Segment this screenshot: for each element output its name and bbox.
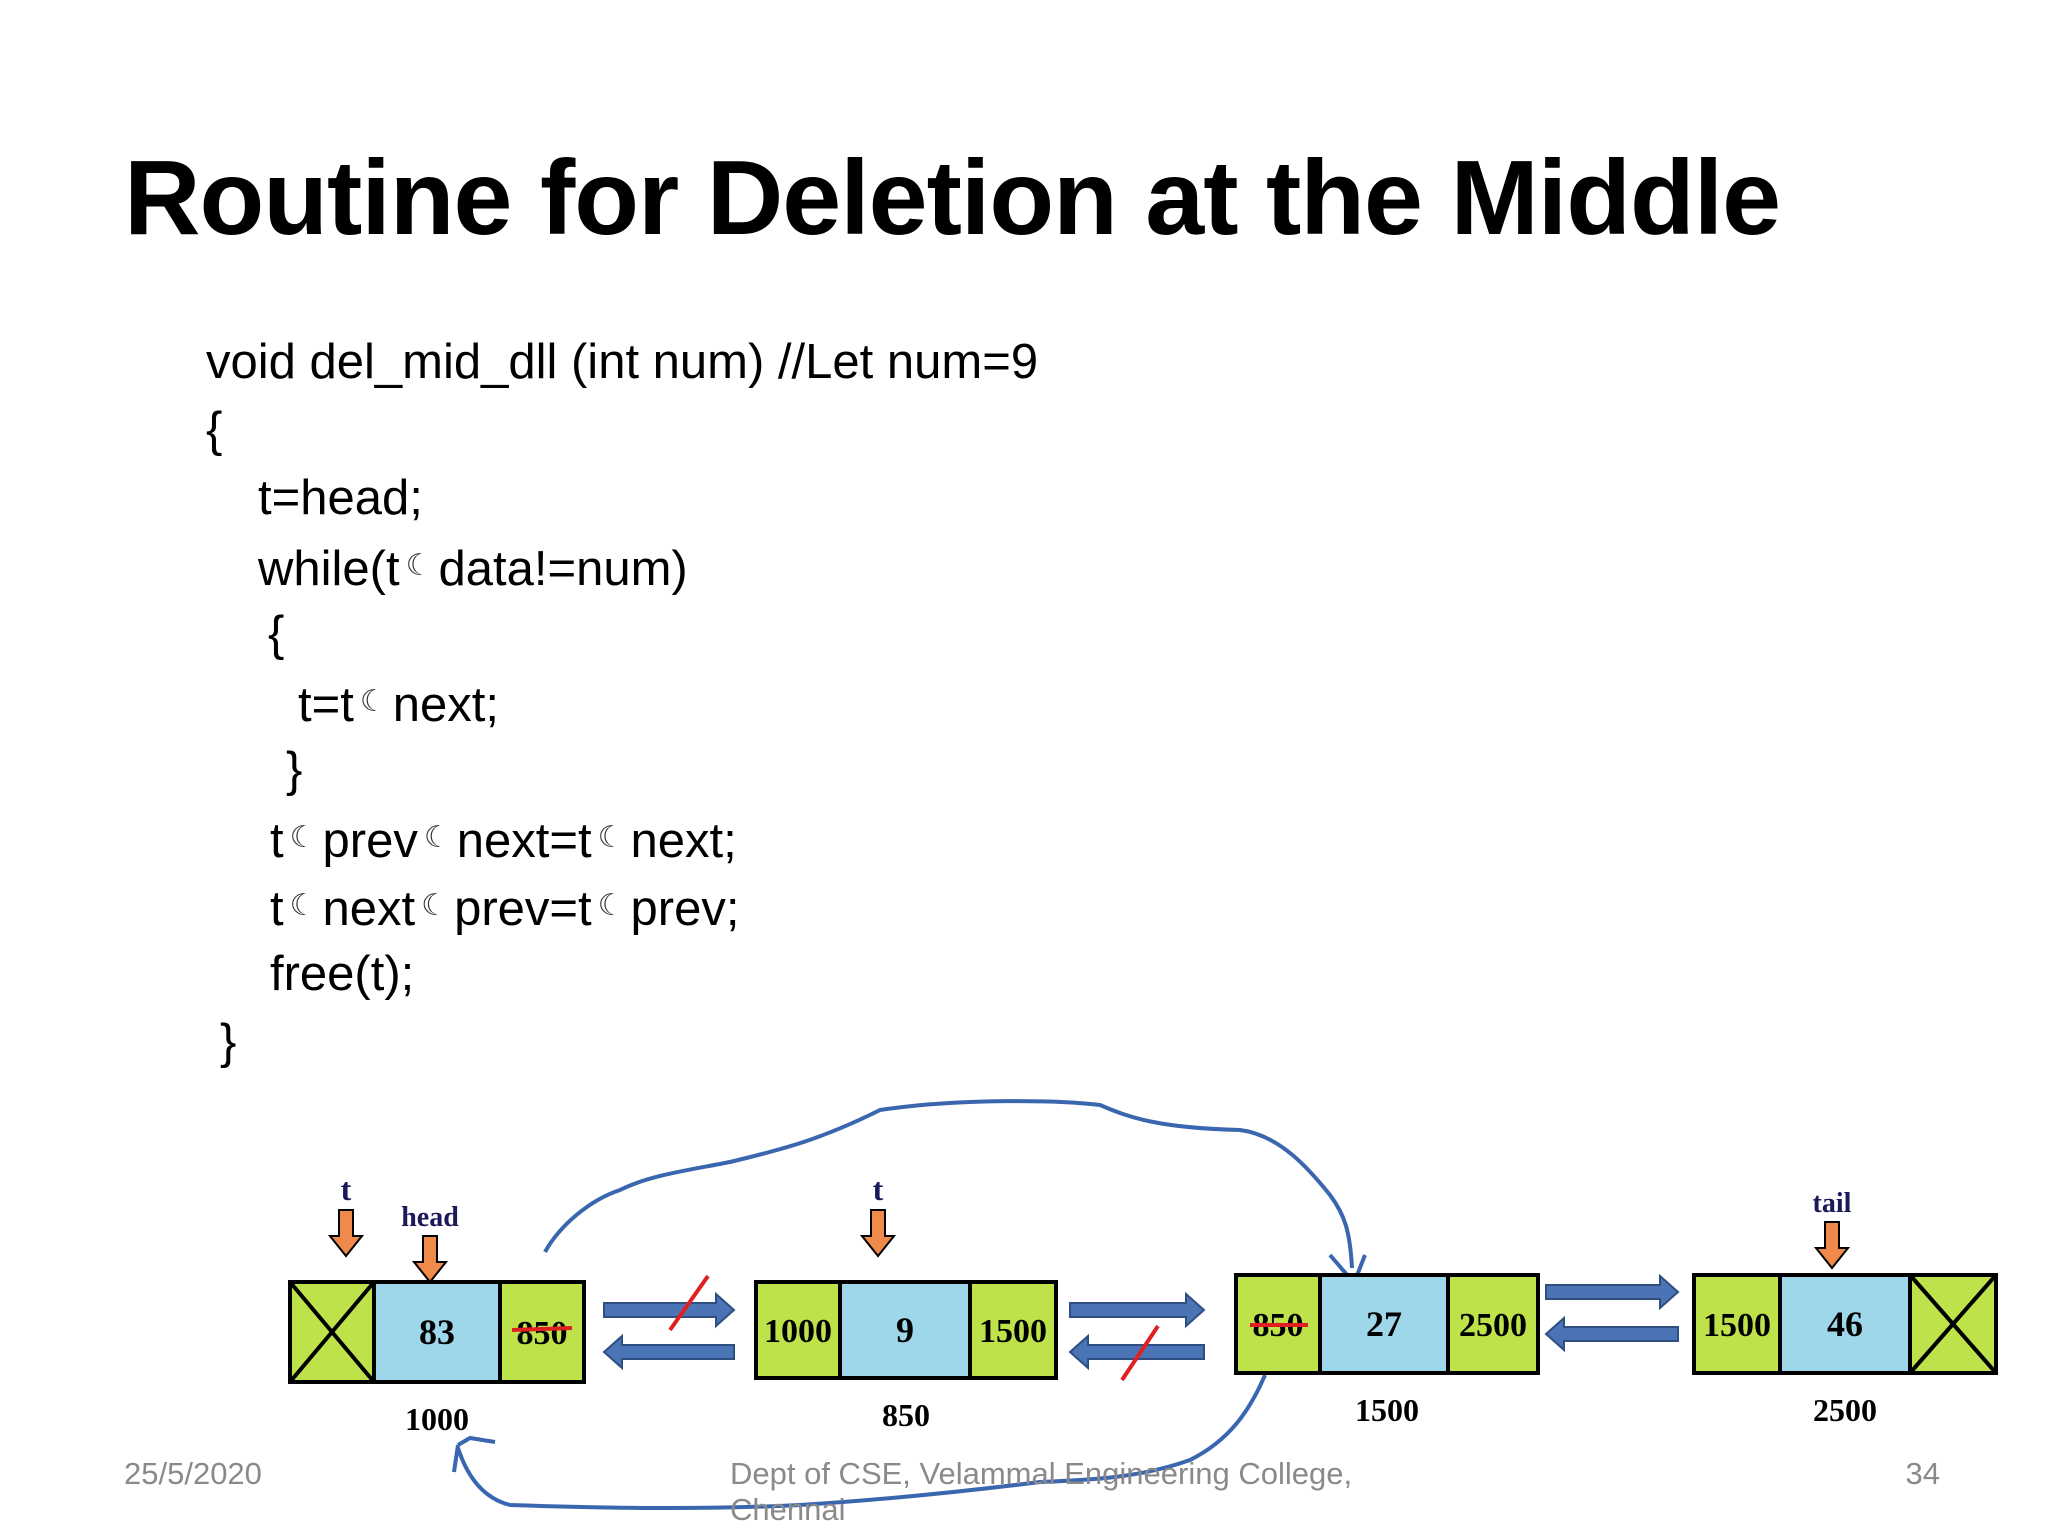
pointer-t-label: t [341, 1171, 352, 1207]
prev-link-arrow [602, 1333, 735, 1371]
footer-page-number: 34 [1905, 1456, 1940, 1491]
next-value: 850 [517, 1315, 568, 1352]
footer-dept-line1: Dept of CSE, Velammal Engineering Colleg… [730, 1456, 1353, 1491]
pointer-tail-label: tail [1813, 1188, 1852, 1219]
node-address: 1000 [405, 1401, 469, 1437]
data-field [1318, 1273, 1450, 1375]
code-line-5: { [268, 607, 285, 661]
annotation-arrowhead-bottom [452, 1435, 496, 1473]
prev-value: 1000 [764, 1313, 832, 1350]
prev-field [754, 1280, 842, 1380]
node-address: 1500 [1355, 1392, 1419, 1428]
annotation-curve-bottom [456, 1374, 1267, 1511]
footer-dept: Dept of CSE, Velammal Engineering Colleg… [730, 1456, 1370, 1528]
next-link-arrow [1545, 1273, 1680, 1311]
strike-mark [668, 1274, 710, 1332]
null-cross-icon [1908, 1273, 1998, 1375]
node-address: 2500 [1813, 1392, 1877, 1428]
slide-title: Routine for Deletion at the Middle [124, 139, 1781, 257]
strike-mark [511, 1326, 573, 1332]
arrow-operator-icon: ☾ [289, 821, 317, 854]
next-field [968, 1280, 1058, 1380]
next-link-arrow [603, 1291, 736, 1329]
pointer-head-arrow-icon [411, 1235, 449, 1284]
arrow-operator-icon: ☾ [405, 549, 433, 582]
code-line-7: } [286, 743, 303, 797]
prev-link-arrow [1068, 1333, 1205, 1371]
next-field [498, 1280, 586, 1384]
prev-link-arrow [1544, 1315, 1679, 1353]
code-line-6: t=t☾next; [206, 668, 1038, 736]
data-value: 46 [1827, 1304, 1863, 1344]
arrow-operator-icon: ☾ [289, 889, 317, 922]
prev-value: 1500 [1703, 1307, 1771, 1344]
arrow-operator-icon: ☾ [597, 821, 625, 854]
links-layer [602, 1273, 1680, 1382]
code-block: void del_mid_dll (int num) //Let num=9 {… [206, 328, 1038, 1076]
code-line-4: while(t☾data!=num) [206, 532, 1038, 600]
footer-dept-line2: Chennai [730, 1492, 846, 1527]
next-field [1446, 1273, 1540, 1375]
arrow-operator-icon: ☾ [359, 685, 387, 718]
data-value: 9 [896, 1310, 914, 1350]
null-cross-icon [288, 1280, 376, 1384]
code-line-2: { [206, 403, 223, 457]
code-line-1: void del_mid_dll (int num) //Let num=9 [206, 335, 1039, 389]
arrow-operator-icon: ☾ [423, 821, 451, 854]
pointer-head-label: head [401, 1202, 459, 1233]
code-line-3: t=head; [258, 471, 423, 525]
pointer-t-arrow-icon [859, 1209, 897, 1258]
labels-layer: t head t tail [327, 1171, 1852, 1284]
strike-mark [1120, 1324, 1160, 1382]
next-value: 1500 [979, 1313, 1047, 1350]
code-line-9: t☾next☾prev=t☾prev; [206, 872, 1038, 940]
annotation-curve-top [543, 1099, 1354, 1269]
node-address: 850 [882, 1397, 930, 1433]
pointer-t-label: t [873, 1171, 884, 1207]
footer-date: 25/5/2020 [124, 1456, 262, 1491]
pointer-tail-arrow-icon [1813, 1221, 1851, 1270]
next-value: 2500 [1459, 1307, 1527, 1344]
next-link-arrow [1069, 1291, 1206, 1329]
data-field [1778, 1273, 1912, 1375]
list-node: 1500 46 2500 [1692, 1273, 1998, 1428]
code-line-11: } [220, 1015, 237, 1069]
code-line-8: t☾prev☾next=t☾next; [206, 804, 1038, 872]
data-value: 83 [419, 1312, 455, 1352]
list-node: 83 850 1000 [288, 1280, 586, 1437]
arrow-operator-icon: ☾ [421, 889, 449, 922]
code-line-10: free(t); [270, 947, 415, 1001]
pointer-t-arrow-icon [327, 1209, 365, 1258]
arrow-operator-icon: ☾ [597, 889, 625, 922]
data-value: 27 [1366, 1304, 1402, 1344]
list-node: 1000 9 1500 850 [754, 1280, 1058, 1433]
